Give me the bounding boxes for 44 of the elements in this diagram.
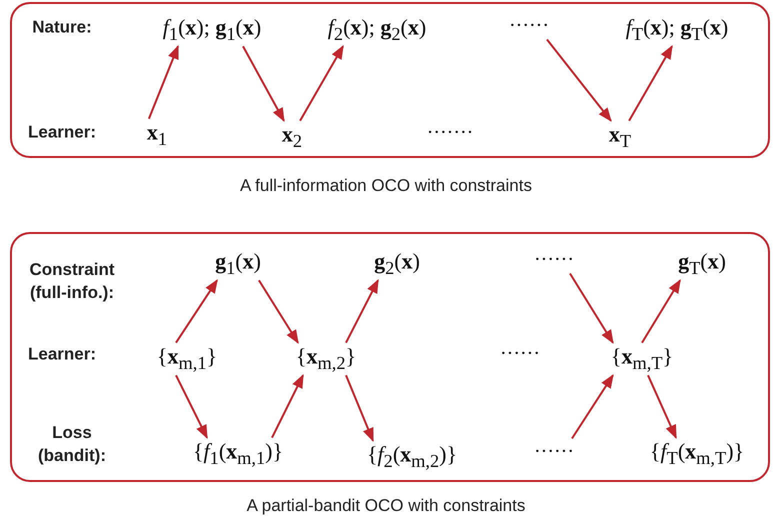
arrow — [641, 279, 681, 344]
row-heading: Constraint (full-info.): — [28, 259, 116, 304]
ellipsis: ······· — [426, 122, 474, 144]
row-heading: Nature: — [31, 16, 93, 39]
arrow — [242, 46, 285, 122]
row-heading: Learner: — [26, 122, 98, 144]
row-heading: Loss (bandit): — [37, 422, 107, 467]
math-expression: {f$_{2}$(x$_{m,2}$)} — [366, 442, 458, 472]
math-expression: x$_{1}$ — [146, 120, 168, 150]
arrow — [628, 45, 673, 122]
math-expression: {x$_{m,1}$} — [156, 344, 218, 374]
math-expression: f$_{1}$(x); g$_{1}$(x) — [162, 16, 262, 44]
math-expression: x$_{2}$ — [282, 122, 302, 152]
arrow — [148, 44, 179, 120]
panel-frame — [10, 2, 770, 158]
arrow — [175, 374, 208, 439]
arrow — [345, 279, 379, 344]
math-expression: x$_{T}$ — [608, 122, 632, 152]
arrow — [345, 374, 374, 442]
math-expression: {f$_{1}$(x$_{m,1}$)} — [192, 440, 284, 468]
arrow — [647, 374, 677, 439]
math-expression: f$_{T}$(x); g$_{T}$(x) — [626, 16, 728, 44]
math-expression: g$_{1}$(x) — [215, 250, 261, 278]
math-expression: {x$_{m,2}$} — [296, 344, 356, 374]
math-expression: f$_{2}$(x); g$_{2}$(x) — [328, 16, 426, 44]
ellipsis: ······ — [534, 440, 574, 464]
ellipsis: ······ — [500, 342, 540, 366]
arrow — [175, 279, 218, 344]
ellipsis: ······ — [509, 14, 549, 38]
ellipsis: ······ — [534, 248, 574, 272]
panel-label: A full-information OCO with constraints — [240, 176, 532, 196]
arrow — [271, 374, 304, 438]
arrow — [569, 272, 614, 344]
row-heading: Learner: — [26, 344, 98, 366]
arrow — [299, 45, 344, 122]
math-expression: {x$_{m,T}$} — [610, 344, 674, 374]
arrow — [571, 374, 614, 440]
math-expression: g$_{2}$(x) — [374, 250, 420, 278]
math-expression: g$_{T}$(x) — [678, 250, 726, 278]
panel-frame — [10, 232, 770, 482]
arrow — [546, 38, 612, 122]
arrow — [258, 280, 299, 344]
math-expression: {f$_{T}$(x$_{m,T}$)} — [650, 440, 744, 468]
panel-label: A partial-bandit OCO with constraints — [246, 496, 526, 516]
